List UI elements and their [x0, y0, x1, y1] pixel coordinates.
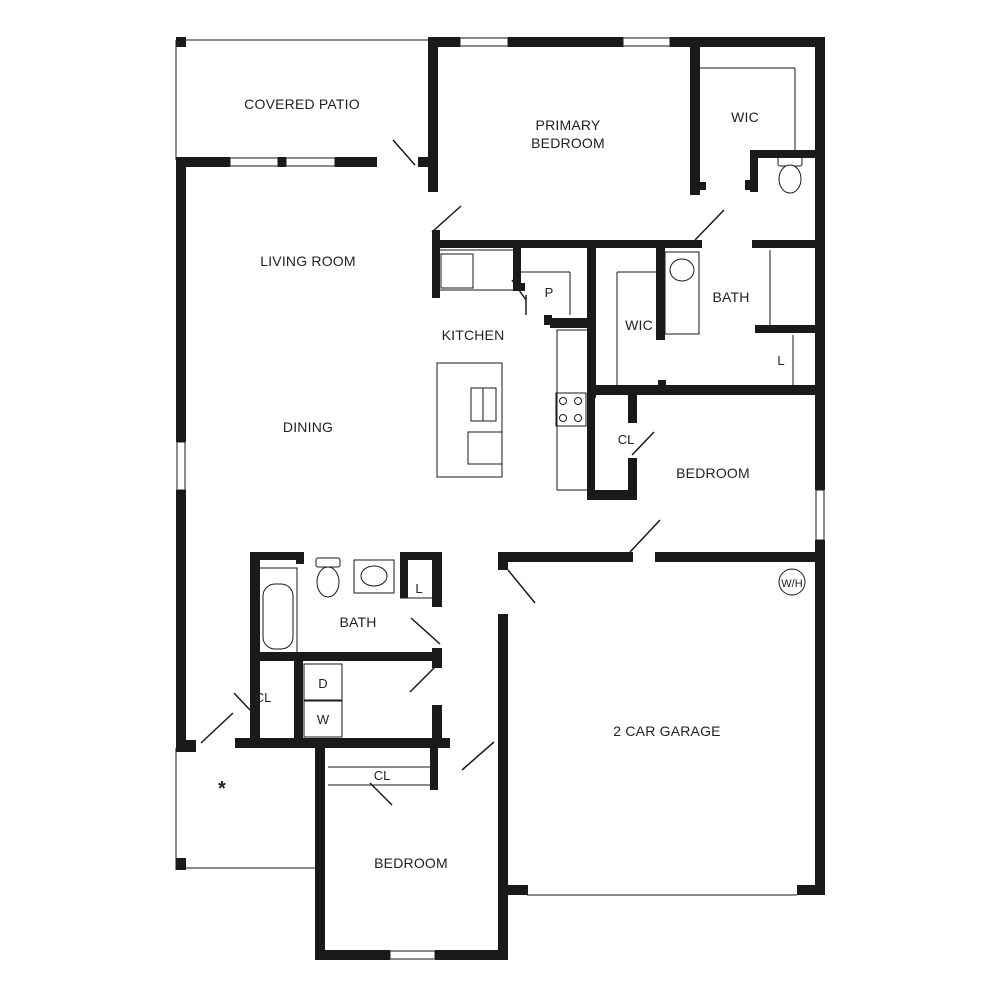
label-living-room: LIVING ROOM	[260, 253, 356, 269]
dryer	[303, 663, 343, 701]
fixtures	[257, 156, 806, 738]
walls	[176, 37, 825, 960]
label-linen-2: L	[415, 581, 422, 596]
label-garage: 2 CAR GARAGE	[613, 723, 720, 739]
entry-marker: *	[218, 778, 226, 800]
label-closet-2: CL	[255, 690, 272, 705]
label-covered-patio: COVERED PATIO	[244, 96, 360, 112]
thin-lines	[175, 39, 797, 896]
label-closet-1: CL	[618, 432, 635, 447]
label-primary-wic: WIC	[731, 109, 759, 125]
label-bedroom-3: BEDROOM	[374, 855, 448, 871]
sink-basin	[669, 258, 695, 282]
label-kitchen: KITCHEN	[442, 327, 505, 343]
toilet-bowl	[778, 164, 802, 194]
label-water-heater: W/H	[781, 578, 802, 590]
label-linen-1: L	[777, 353, 784, 368]
label-primary-bedroom-line2: BEDROOM	[531, 135, 605, 151]
label-dining: DINING	[283, 419, 333, 435]
label-primary-bedroom-line1: PRIMARY	[536, 117, 601, 133]
label-dryer: D	[318, 676, 327, 691]
windows	[176, 37, 825, 960]
label-primary-bath: BATH	[712, 289, 749, 305]
label-wic-2: WIC	[625, 317, 653, 333]
sink-basin	[360, 565, 388, 587]
label-bedroom-2: BEDROOM	[676, 465, 750, 481]
label-bath-2: BATH	[339, 614, 376, 630]
room-labels: COVERED PATIO PRIMARY BEDROOM WIC LIVING…	[218, 96, 803, 871]
label-washer: W	[317, 712, 330, 727]
label-pantry: P	[545, 285, 554, 300]
washer	[303, 700, 343, 738]
toilet-bowl	[316, 566, 340, 598]
label-closet-3: CL	[374, 768, 391, 783]
doors	[200, 139, 725, 806]
water-heater	[778, 568, 806, 596]
